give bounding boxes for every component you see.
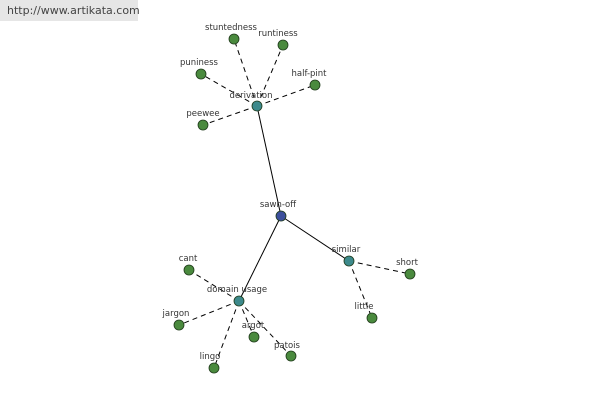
leaf-node-patois[interactable] <box>285 350 297 362</box>
hub-label-similar[interactable]: similar <box>332 245 361 255</box>
leaf-label-stuntedness[interactable]: stuntedness <box>205 23 258 33</box>
leaf-node-short[interactable] <box>404 268 416 280</box>
leaf-label-short[interactable]: short <box>396 258 419 268</box>
leaf-node-peewee[interactable] <box>197 119 209 131</box>
leaf-node-runtiness[interactable] <box>277 39 289 51</box>
leaf-label-peewee[interactable]: peewee <box>186 109 219 119</box>
edge-derivation-puniness <box>200 73 258 107</box>
nodes <box>173 33 416 374</box>
leaf-label-jargon[interactable]: jargon <box>162 309 190 319</box>
leaf-node-argot[interactable] <box>248 331 260 343</box>
leaf-node-lingo[interactable] <box>208 362 220 374</box>
edges <box>178 38 411 369</box>
leaf-label-cant[interactable]: cant <box>179 254 198 264</box>
leaf-node-jargon[interactable] <box>173 319 185 331</box>
leaf-node-half-pint[interactable] <box>309 79 321 91</box>
edge-domain-usage-lingo <box>213 300 240 369</box>
leaf-label-argot[interactable]: argot <box>242 321 265 331</box>
edge-sawn-off-domain-usage <box>238 215 282 302</box>
root-node-sawn-off[interactable] <box>275 210 287 222</box>
edge-derivation-stuntedness <box>233 38 258 107</box>
leaf-label-patois[interactable]: patois <box>274 341 300 351</box>
hub-node-similar[interactable] <box>343 255 355 267</box>
edge-domain-usage-cant <box>188 269 240 302</box>
hub-node-derivation[interactable] <box>251 100 263 112</box>
leaf-label-runtiness[interactable]: runtiness <box>258 29 298 39</box>
edge-similar-little <box>348 260 373 319</box>
leaf-label-little[interactable]: little <box>355 302 374 312</box>
leaf-node-puniness[interactable] <box>195 68 207 80</box>
root-label-sawn-off[interactable]: sawn-off <box>260 200 297 210</box>
source-url[interactable]: http://www.artikata.com <box>7 4 140 17</box>
edge-domain-usage-patois <box>238 300 292 357</box>
leaf-label-lingo[interactable]: lingo <box>200 352 221 362</box>
source-banner: http://www.artikata.com <box>0 0 140 21</box>
leaf-label-half-pint[interactable]: half-pint <box>291 69 327 79</box>
edge-sawn-off-derivation <box>256 105 282 217</box>
edge-similar-short <box>348 260 411 275</box>
leaf-node-stuntedness[interactable] <box>228 33 240 45</box>
leaf-node-cant[interactable] <box>183 264 195 276</box>
hub-label-derivation[interactable]: derivation <box>229 91 272 101</box>
edge-derivation-peewee <box>202 105 258 126</box>
edge-derivation-runtiness <box>256 44 284 107</box>
leaf-label-puniness[interactable]: puniness <box>180 58 219 68</box>
edge-domain-usage-jargon <box>178 300 240 326</box>
edge-domain-usage-argot <box>238 300 255 338</box>
leaf-node-little[interactable] <box>366 312 378 324</box>
hub-node-domain-usage[interactable] <box>233 295 245 307</box>
hub-label-domain-usage[interactable]: domain usage <box>207 285 267 295</box>
edge-sawn-off-similar <box>280 215 350 262</box>
edge-derivation-half-pint <box>256 84 316 107</box>
